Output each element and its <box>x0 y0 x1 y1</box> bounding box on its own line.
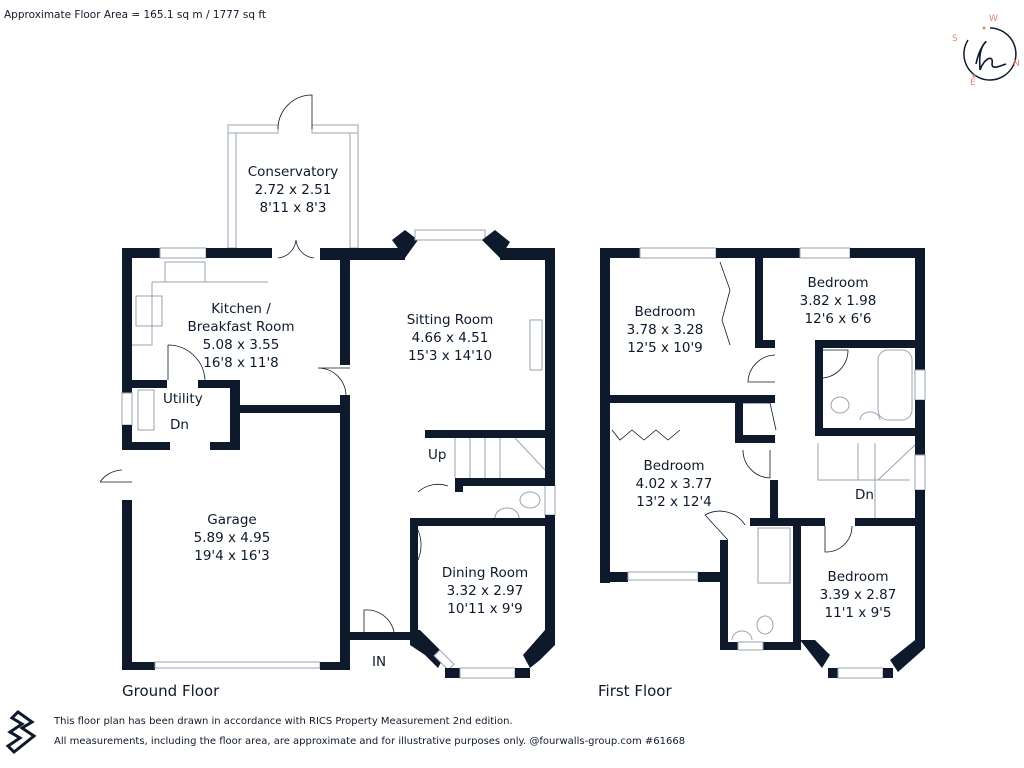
compass-north: N <box>1013 59 1020 69</box>
compass-circle-icon <box>963 26 1017 81</box>
room-name: Dining Room <box>441 565 529 581</box>
room-kitchen: Kitchen / Breakfast Room 5.08 x 3.55 16'… <box>188 300 295 372</box>
room-dining-room: Dining Room 3.32 x 2.97 10'11 x 9'9 <box>442 564 528 618</box>
utility-label: Utility <box>163 391 203 407</box>
entrance-label: IN <box>372 654 387 670</box>
stairs-down-label-first: Dn <box>855 487 874 503</box>
room-bedroom-1: Bedroom 3.78 x 3.28 12'5 x 10'9 <box>627 303 704 357</box>
stairs-up-label: Up <box>428 447 447 463</box>
room-conservatory: Conservatory 2.72 x 2.51 8'11 x 8'3 <box>248 163 339 217</box>
room-name: Garage <box>207 512 257 528</box>
ground-floor-walls <box>99 229 556 679</box>
room-imperial: 15'3 x 14'10 <box>407 348 493 364</box>
room-metric: 5.89 x 4.95 <box>193 530 271 546</box>
room-bedroom-2: Bedroom 3.82 x 1.98 12'6 x 6'6 <box>800 274 877 328</box>
room-name: Sitting Room <box>406 312 494 328</box>
room-sitting-room: Sitting Room 4.66 x 4.51 15'3 x 14'10 <box>407 311 494 365</box>
room-imperial: 12'5 x 10'9 <box>627 340 703 356</box>
room-metric: 4.66 x 4.51 <box>411 330 489 346</box>
compass-logo: W S N E <box>950 14 1020 90</box>
room-metric: 5.08 x 3.55 <box>202 337 280 353</box>
ground-floor-title: Ground Floor <box>122 682 220 700</box>
room-imperial: 16'8 x 11'8 <box>203 355 279 371</box>
room-metric: 2.72 x 2.51 <box>254 182 332 198</box>
compass-west: W <box>989 14 998 24</box>
room-name: Bedroom <box>643 458 705 474</box>
room-imperial: 10'11 x 9'9 <box>447 601 523 617</box>
fourwalls-logo-icon <box>5 710 37 755</box>
room-name: Bedroom <box>827 569 889 585</box>
first-floor-title: First Floor <box>598 682 672 700</box>
compass-south: S <box>952 34 958 44</box>
compass-east: E <box>970 78 976 88</box>
room-name: Kitchen / <box>211 301 271 317</box>
room-metric: 4.02 x 3.77 <box>635 476 713 492</box>
room-name: Bedroom <box>634 304 696 320</box>
room-imperial: 11'1 x 9'5 <box>824 605 892 621</box>
stairs-down-label: Dn <box>170 417 189 433</box>
room-metric: 3.32 x 2.97 <box>446 583 524 599</box>
room-metric: 3.78 x 3.28 <box>626 322 704 338</box>
room-metric: 3.82 x 1.98 <box>799 293 877 309</box>
footer-line-1: This floor plan has been drawn in accord… <box>54 716 513 727</box>
room-name-line2: Breakfast Room <box>187 319 295 335</box>
room-imperial: 13'2 x 12'4 <box>636 494 712 510</box>
room-imperial: 12'6 x 6'6 <box>804 311 872 327</box>
room-bedroom-4: Bedroom 3.39 x 2.87 11'1 x 9'5 <box>820 568 897 622</box>
room-name: Conservatory <box>247 164 339 180</box>
floor-area-text: Approximate Floor Area = 165.1 sq m / 17… <box>4 9 266 21</box>
first-floor-walls <box>600 247 926 679</box>
room-metric: 3.39 x 2.87 <box>819 587 897 603</box>
room-imperial: 8'11 x 8'3 <box>259 200 327 216</box>
room-name: Bedroom <box>807 275 869 291</box>
room-bedroom-3: Bedroom 4.02 x 3.77 13'2 x 12'4 <box>636 457 713 511</box>
room-imperial: 19'4 x 16'3 <box>194 548 270 564</box>
room-garage: Garage 5.89 x 4.95 19'4 x 16'3 <box>194 511 271 565</box>
footer-line-2: All measurements, including the floor ar… <box>54 736 686 747</box>
